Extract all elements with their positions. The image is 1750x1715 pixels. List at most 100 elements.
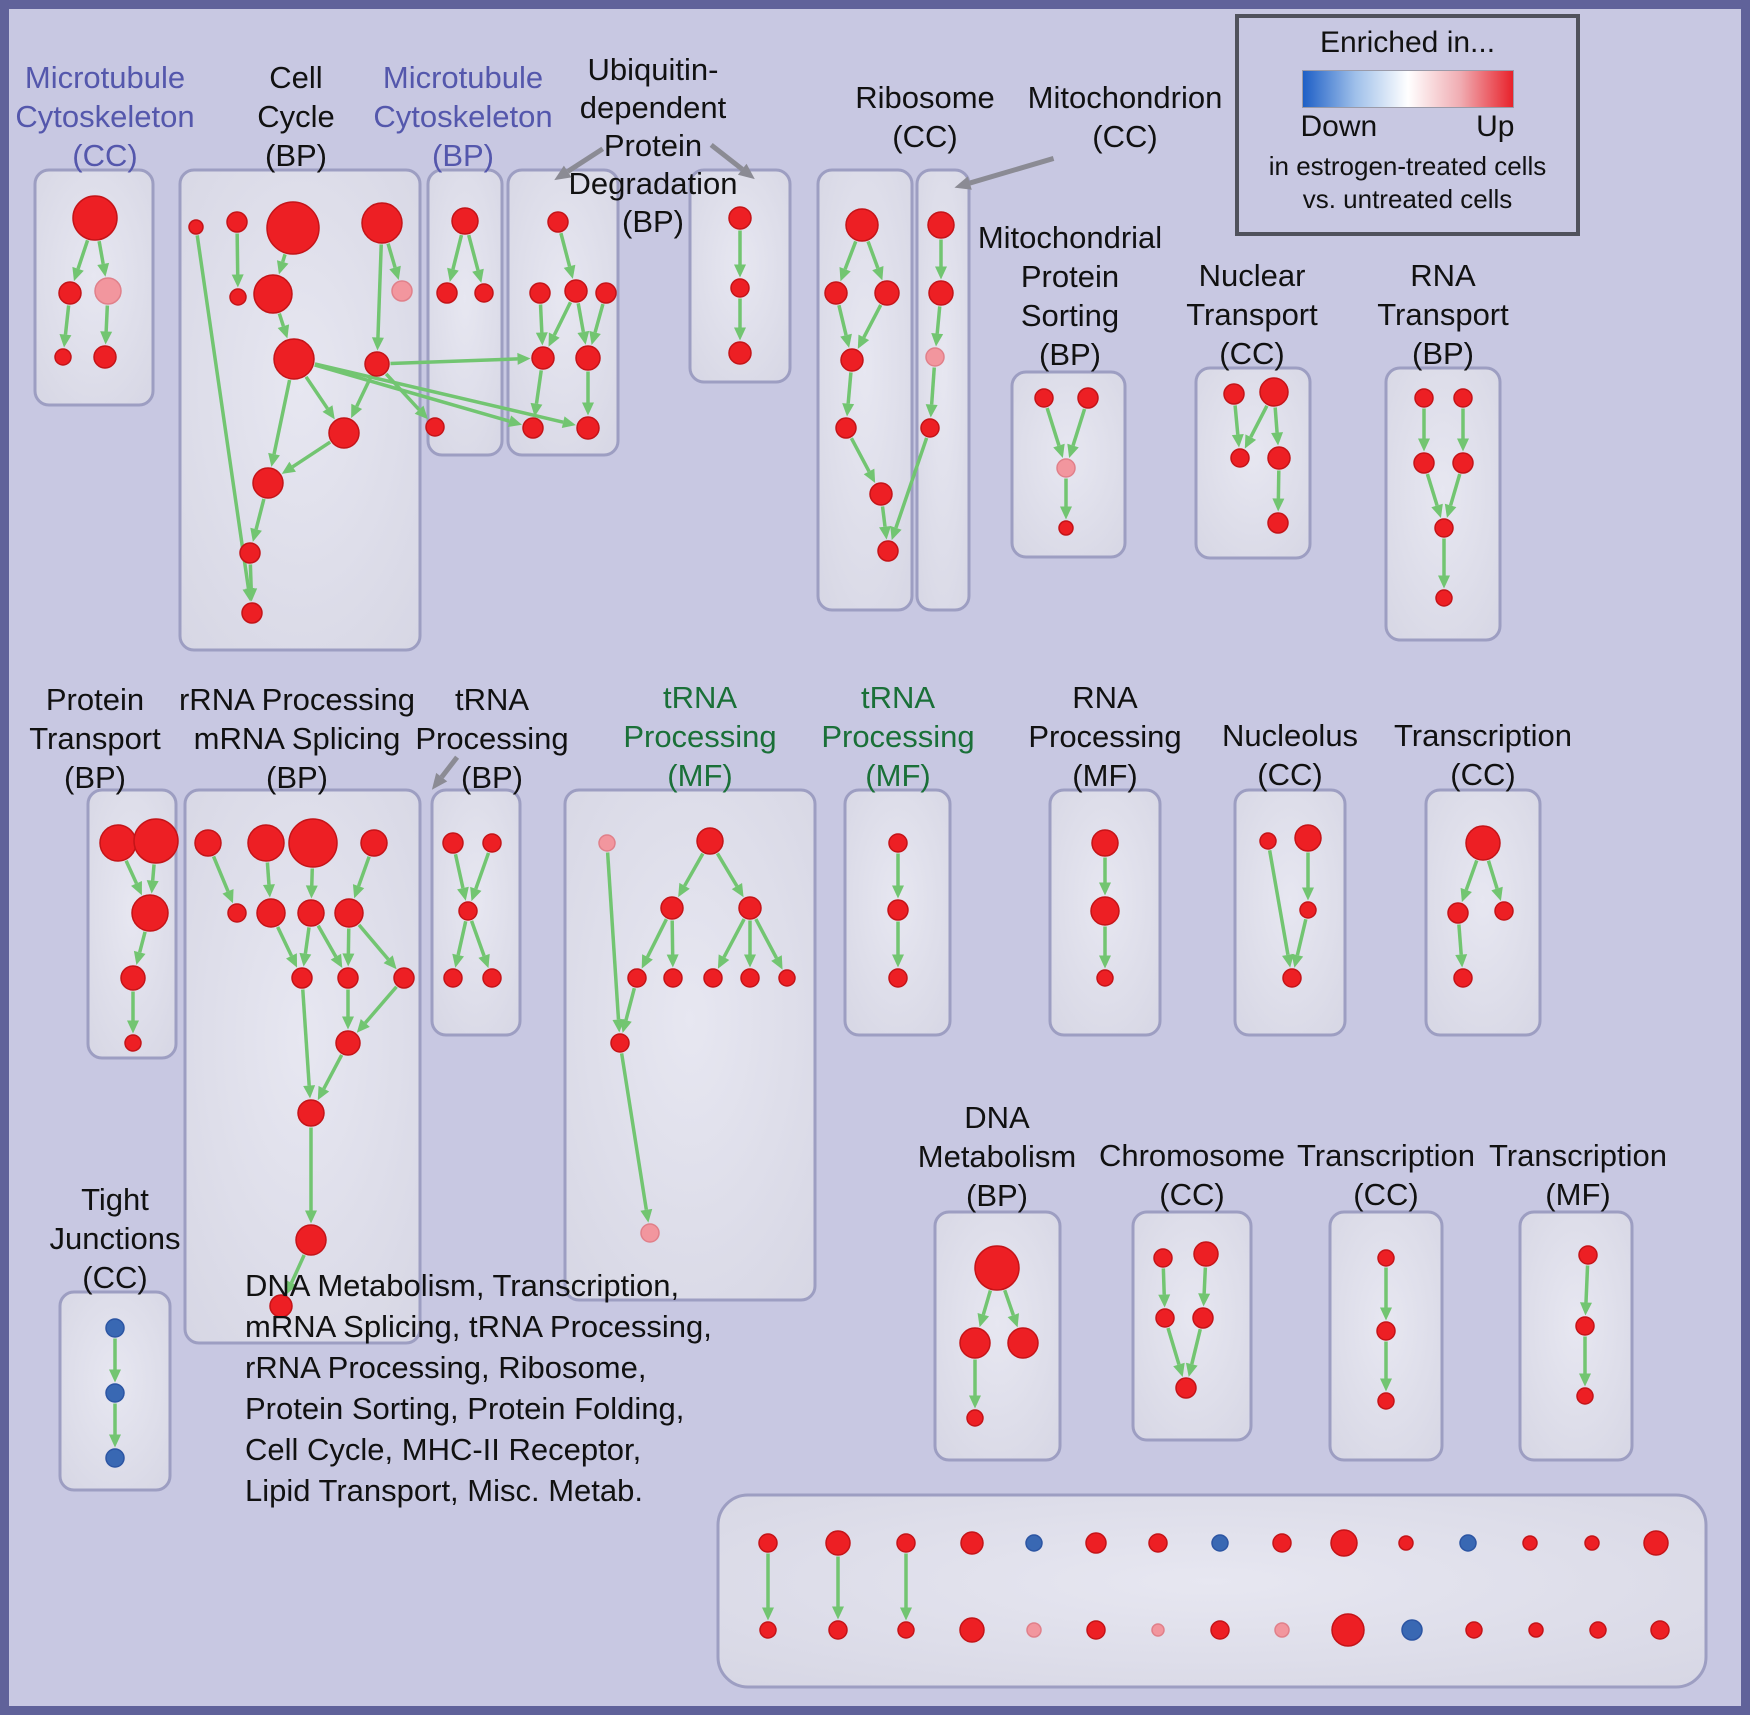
edge-rrna-processing-mrna-splicing-bp [363, 985, 398, 1025]
go-term-node [1259, 832, 1277, 850]
edge-ubiquitin-dependent-protein-degradation-bp-arrowhead [577, 330, 590, 345]
cluster-label-transcription-cc-2: Transcription(CC) [1297, 1138, 1475, 1212]
cross-edge-arrowhead [414, 405, 428, 420]
go-term-node [266, 201, 320, 255]
edge-rrna-processing-mrna-splicing-bp-arrowhead [262, 884, 275, 898]
edge-cell-cycle-bp-arrowhead [250, 527, 262, 542]
label-pointer-arrow [566, 146, 605, 174]
go-term-node [1034, 388, 1054, 408]
edge-protein-transport-bp [150, 864, 156, 881]
go-term-node [291, 967, 313, 989]
edge-trna-processing-mf-1 [619, 1053, 649, 1211]
edge-nucleolus-cc-arrowhead [1282, 953, 1294, 968]
go-term-node [1193, 1241, 1219, 1267]
go-term-node [759, 1621, 777, 1639]
edge-trna-processing-mf-1 [722, 918, 746, 959]
go-term-node [364, 351, 390, 377]
go-term-node [1192, 1307, 1214, 1329]
go-term-node [927, 211, 955, 239]
cluster-box-nuclear-transport-cc [1194, 366, 1312, 560]
edge-rrna-processing-mrna-splicing-bp-arrowhead [286, 953, 298, 968]
edge-ubiquitin-dependent-protein-degradation-bp [552, 301, 573, 336]
edge-cell-cycle-bp [291, 440, 332, 469]
go-term-node [295, 1224, 327, 1256]
edge-rna-transport-bp-arrowhead [1444, 503, 1457, 518]
edge-protein-transport-bp [124, 860, 139, 885]
edge-dna-metabolism-bp-arrowhead [969, 1395, 981, 1409]
go-term-node [888, 968, 908, 988]
edge-rrna-processing-mrna-splicing-bp-arrowhead [317, 1085, 330, 1101]
legend-down-label: Down [1300, 110, 1378, 143]
edge-rna-transport-bp [1448, 473, 1462, 506]
edge-microtubule-cytoskeleton-bp [451, 234, 464, 270]
layer-edges [59, 230, 1592, 1621]
edge-rrna-processing-mrna-splicing-bp [301, 989, 311, 1086]
go-term-node [54, 348, 72, 366]
go-term-node [124, 1034, 142, 1052]
edge-rrna-processing-mrna-splicing-bp-arrowhead [352, 884, 365, 899]
cluster-box-transcription-mf [1518, 1210, 1634, 1462]
go-term-node [1447, 902, 1469, 924]
edge-rrna-processing-mrna-splicing-bp [276, 926, 294, 957]
edge-chromosome-cc [1161, 1268, 1166, 1295]
edge-mixed-functions-arrowhead [832, 1606, 844, 1620]
go-term-node [1494, 901, 1514, 921]
cross-edge [894, 437, 929, 529]
edge-microtubule-cytoskeleton-cc-arrowhead [59, 333, 72, 348]
edge-mixed-functions-arrowhead [900, 1607, 912, 1621]
go-term-node [328, 417, 360, 449]
go-term-node [1151, 1623, 1165, 1637]
go-term-node [730, 278, 750, 298]
go-term-node [1414, 388, 1434, 408]
edge-rrna-processing-mrna-splicing-bp-arrowhead [383, 955, 397, 970]
go-term-node [974, 1245, 1020, 1291]
edge-trna-processing-mf-1-arrowhead [641, 954, 653, 969]
edge-rrna-processing-mrna-splicing-bp [303, 927, 311, 954]
go-term-node [1153, 1248, 1173, 1268]
edge-nucleolus-cc-arrowhead [1291, 953, 1304, 968]
cluster-box-dna-metabolism-bp [933, 1210, 1062, 1462]
label-pointer-arrow-arrowhead [554, 165, 572, 181]
edge-chromosome-cc-arrowhead [1185, 1362, 1198, 1377]
go-term-node [94, 277, 122, 305]
go-term-node [1576, 1387, 1594, 1405]
go-term-node [522, 417, 544, 439]
go-term-node [482, 833, 502, 853]
edge-nuclear-transport-cc [1273, 407, 1279, 433]
edge-transcription-mf-arrowhead [1579, 1373, 1591, 1387]
edge-rrna-processing-mrna-splicing-bp-arrowhead [342, 953, 355, 967]
cluster-label-mitochondrion-cc: Mitochondrion(CC) [1028, 80, 1223, 154]
go-term-node [828, 1620, 848, 1640]
edge-cell-cycle-bp [195, 235, 251, 590]
go-term-node [443, 968, 463, 988]
go-term-node [1578, 1245, 1598, 1265]
edge-microtubule-cytoskeleton-cc [104, 305, 110, 332]
go-term-node [1330, 1529, 1358, 1557]
go-term-node [247, 824, 285, 862]
go-term-node [1259, 377, 1289, 407]
edge-mitochondrion-cc-arrowhead [925, 404, 938, 418]
edge-rrna-processing-mrna-splicing-bp [322, 1054, 344, 1090]
go-term-node [1148, 1533, 1168, 1553]
go-term-node [703, 968, 723, 988]
edge-mitochondrial-protein-sorting-bp-arrowhead [1053, 443, 1065, 458]
edge-ribosome-cc [849, 437, 871, 473]
cross-edge-arrowhead [561, 416, 576, 429]
edge-trna-processing-mf-1-arrowhead [678, 882, 690, 898]
edge-rrna-processing-mrna-splicing-bp [316, 924, 338, 958]
edge-ribosome-cc-arrowhead [857, 334, 870, 349]
edge-protein-transport-bp-arrowhead [131, 880, 142, 896]
go-term-node [105, 1383, 125, 1403]
go-term-node [1267, 446, 1291, 470]
go-term-node [239, 542, 261, 564]
go-term-node [1086, 1620, 1106, 1640]
